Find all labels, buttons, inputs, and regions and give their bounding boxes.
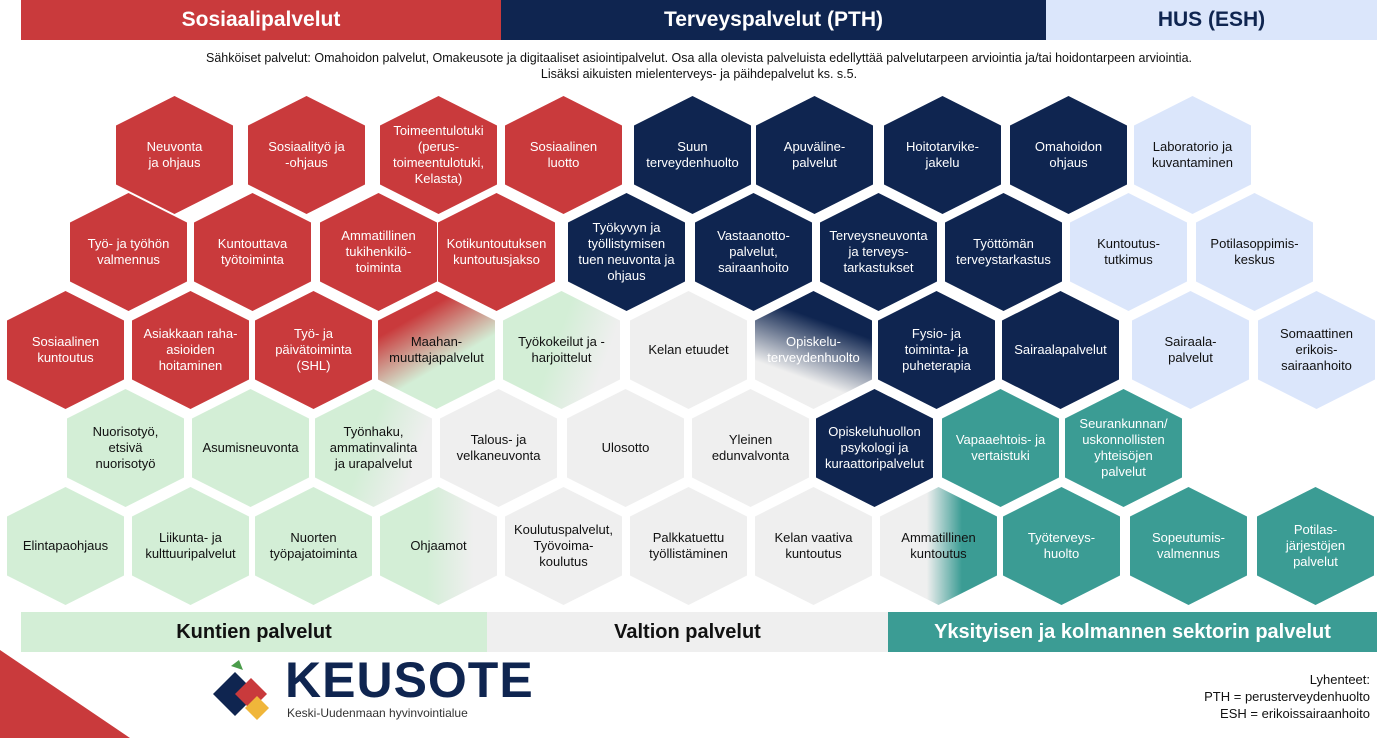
header-terveyspalvelut: Terveyspalvelut (PTH) xyxy=(501,0,1046,40)
hex-tyottoman-terveystarkastus: Työttömän terveystarkastus xyxy=(945,193,1062,311)
hex-kelan-vaativa-kuntoutus: Kelan vaativa kuntoutus xyxy=(755,487,872,605)
hex-maahanmuuttajapalvelut: Maahan- muuttajapalvelut xyxy=(378,291,495,409)
hex-vastaanottopalvelut: Vastaanotto- palvelut, sairaanhoito xyxy=(695,193,812,311)
logo-name: KEUSOTE xyxy=(285,652,534,708)
hex-tyokokeilut-ja-harjoittelut: Työkokeilut ja - harjoittelut xyxy=(503,291,620,409)
header-hus: HUS (ESH) xyxy=(1046,0,1377,40)
hex-terveysneuvonta: Terveysneuvonta ja terveys- tarkastukset xyxy=(820,193,937,311)
footer-yksityisen-palvelut: Yksityisen ja kolmannen sektorin palvelu… xyxy=(888,612,1377,652)
hex-tyoterveyshuolto: Työterveys- huolto xyxy=(1003,487,1120,605)
hex-sosiaalinen-kuntoutus: Sosiaalinen kuntoutus xyxy=(7,291,124,409)
hex-kuntouttava-tyotoiminta: Kuntouttava työtoiminta xyxy=(194,193,311,311)
abbreviations: Lyhenteet: PTH = perusterveydenhuolto ES… xyxy=(1204,671,1370,722)
hex-sosiaalityo-ja-ohjaus: Sosiaalityö ja -ohjaus xyxy=(248,96,365,214)
hex-kuntoutustutkimus: Kuntoutus- tutkimus xyxy=(1070,193,1187,311)
hex-potilasoppimiskeskus: Potilasoppimis- keskus xyxy=(1196,193,1313,311)
subtitle: Sähköiset palvelut: Omahoidon palvelut, … xyxy=(40,50,1358,82)
logo-subtitle: Keski-Uudenmaan hyvinvointialue xyxy=(287,706,468,720)
hex-apuvalinepalvelut: Apuväline- palvelut xyxy=(756,96,873,214)
abbreviations-title: Lyhenteet: xyxy=(1309,672,1370,687)
hex-tyonhaku: Työnhaku, ammatinvalinta ja urapalvelut xyxy=(315,389,432,507)
hex-ohjaamot: Ohjaamot xyxy=(380,487,497,605)
corner-decoration xyxy=(0,650,130,738)
hex-omahoidon-ohjaus: Omahoidon ohjaus xyxy=(1010,96,1127,214)
hex-sairaalapalvelut-hus: Sairaala- palvelut xyxy=(1132,291,1249,409)
hex-ulosotto: Ulosotto xyxy=(567,389,684,507)
keusote-logo: KEUSOTE Keski-Uudenmaan hyvinvointialue xyxy=(205,652,535,724)
hex-asiakkaan-raha-asioiden-hoitaminen: Asiakkaan raha- asioiden hoitaminen xyxy=(132,291,249,409)
hex-kelan-etuudet: Kelan etuudet xyxy=(630,291,747,409)
hex-nuorisotyo: Nuorisotyö, etsivä nuorisotyö xyxy=(67,389,184,507)
keusote-logo-mark xyxy=(213,660,269,720)
hex-kotikuntoutuksen-kuntoutusjakso: Kotikuntoutuksen kuntoutusjakso xyxy=(438,193,555,311)
hex-asumisneuvonta: Asumisneuvonta xyxy=(192,389,309,507)
hex-talous-ja-velkaneuvonta: Talous- ja velkaneuvonta xyxy=(440,389,557,507)
hex-palkkatuettu-tyollistaminen: Palkkatuettu työllistäminen xyxy=(630,487,747,605)
hex-nuorten-tyopajatoiminta: Nuorten työpajatoiminta xyxy=(255,487,372,605)
hex-laboratorio-ja-kuvantaminen: Laboratorio ja kuvantaminen xyxy=(1134,96,1251,214)
hex-yleinen-edunvalvonta: Yleinen edunvalvonta xyxy=(692,389,809,507)
hex-potilasjarjestojen-palvelut: Potilas- järjestöjen palvelut xyxy=(1257,487,1374,605)
hex-vapaaehtois-ja-vertaistuki: Vapaaehtois- ja vertaistuki xyxy=(942,389,1059,507)
subtitle-line-1: Sähköiset palvelut: Omahoidon palvelut, … xyxy=(205,51,1192,65)
hex-sosiaalinen-luotto: Sosiaalinen luotto xyxy=(505,96,622,214)
header-sosiaalipalvelut: Sosiaalipalvelut xyxy=(21,0,501,40)
hex-liikunta-ja-kulttuuripalvelut: Liikunta- ja kulttuuripalvelut xyxy=(132,487,249,605)
hex-sairaalapalvelut: Sairaalapalvelut xyxy=(1002,291,1119,409)
hex-tyo-ja-paivatoiminta: Työ- ja päivätoiminta (SHL) xyxy=(255,291,372,409)
abbreviation-esh: ESH = erikoissairaanhoito xyxy=(1220,706,1370,721)
hex-ammatillinen-kuntoutus: Ammatillinen kuntoutus xyxy=(880,487,997,605)
hex-tyokyvyn-ja-tyollistymisen: Työkyvyn ja työllistymisen tuen neuvonta… xyxy=(568,193,685,311)
hex-suun-terveydenhuolto: Suun terveydenhuolto xyxy=(634,96,751,214)
hex-koulutuspalvelut: Koulutuspalvelut, Työvoima- koulutus xyxy=(505,487,622,605)
hex-hoitotarvikejakelu: Hoitotarvike- jakelu xyxy=(884,96,1001,214)
hex-opiskeluterveydenhuolto: Opiskelu- terveydenhuolto xyxy=(755,291,872,409)
footer-kuntien-palvelut: Kuntien palvelut xyxy=(21,612,487,652)
footer-valtion-palvelut: Valtion palvelut xyxy=(487,612,888,652)
hex-somaattinen-erikoissairaanhoito: Somaattinen erikois- sairaanhoito xyxy=(1258,291,1375,409)
hex-seurankunnan-palvelut: Seurankunnan/ uskonnollisten yhteisöjen … xyxy=(1065,389,1182,507)
hex-sopeutumisvalmennus: Sopeutumis- valmennus xyxy=(1130,487,1247,605)
abbreviation-pth: PTH = perusterveydenhuolto xyxy=(1204,689,1370,704)
hex-fysio-toiminta-puheterapia: Fysio- ja toiminta- ja puheterapia xyxy=(878,291,995,409)
hex-ammatillinen-tukihenkilotoiminta: Ammatillinen tukihenkilö- toiminta xyxy=(320,193,437,311)
hex-opiskeluhuollon-psykologi: Opiskeluhuollon psykologi ja kuraattorip… xyxy=(816,389,933,507)
subtitle-line-2: Lisäksi aikuisten mielenterveys- ja päih… xyxy=(540,67,858,81)
hex-elintapaohjaus: Elintapaohjaus xyxy=(7,487,124,605)
hex-toimeentulotuki: Toimeentulotuki (perus- toimeentulotuki,… xyxy=(380,96,497,214)
